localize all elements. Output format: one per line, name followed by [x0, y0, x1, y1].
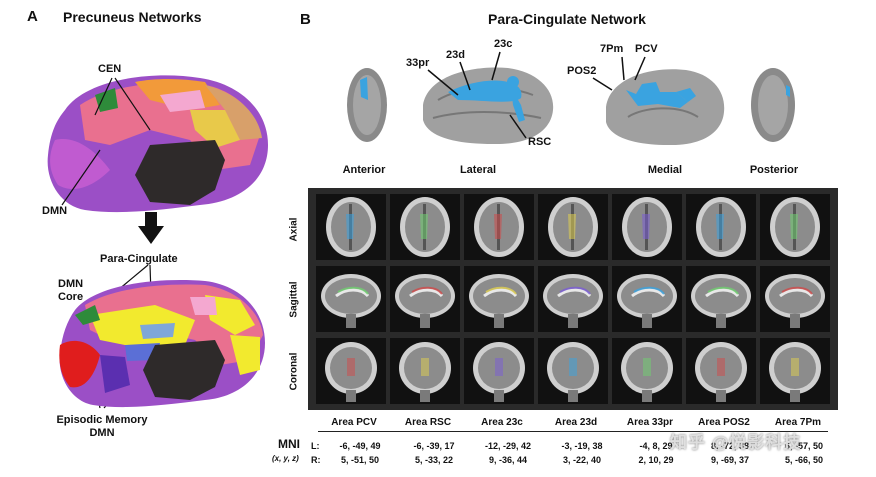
mni-left-value: 8, -72, 38	[710, 441, 750, 451]
mni-left-value: -12, -29, 42	[484, 441, 532, 451]
label-episodic-line2: DMN	[89, 427, 115, 439]
view-label-lateral: Lateral	[459, 164, 497, 176]
area-label: Area PCV	[331, 417, 377, 428]
posterior-brain-view	[751, 68, 795, 142]
view-label-anterior: Anterior	[342, 164, 386, 176]
anterior-brain-view	[347, 68, 387, 142]
slice-cell	[390, 194, 460, 260]
slice-cell	[686, 338, 756, 404]
mni-right-value: 5, -33, 22	[414, 455, 454, 465]
view-label-medial: Medial	[647, 164, 683, 176]
mni-divider	[318, 431, 828, 432]
mni-left-prefix: L:	[311, 441, 320, 451]
view-label-posterior: Posterior	[749, 164, 799, 176]
slice-cell	[316, 266, 386, 332]
label-dmn-core-line1: DMN	[58, 278, 84, 290]
slice-cell	[390, 266, 460, 332]
label-dmn-core-line2: Core	[58, 291, 84, 303]
slice-cell	[538, 194, 608, 260]
row-label-coronal: Coronal	[288, 352, 300, 391]
mni-right-value: 9, -69, 37	[710, 455, 750, 465]
slice-cell	[538, 266, 608, 332]
medial-brain-view	[606, 69, 725, 146]
label-dmn-core: DMN Core	[58, 278, 83, 304]
slice-cell	[464, 266, 534, 332]
mni-left-value: -3, -19, 38	[561, 441, 603, 451]
mni-right-value: 5, -51, 50	[340, 455, 380, 465]
slice-cell	[612, 266, 682, 332]
panel-b-letter: B	[300, 11, 311, 28]
panel-b-title: Para-Cingulate Network	[488, 11, 646, 27]
mni-sublabel: (x, y, z)	[272, 454, 299, 463]
area-label: Area RSC	[404, 417, 452, 428]
label-23d: 23d	[446, 49, 465, 61]
mni-right-value: 5, -66, 50	[784, 455, 824, 465]
panel-a-title: Precuneus Networks	[63, 9, 202, 25]
label-episodic-memory-dmn: Episodic Memory DMN	[47, 414, 157, 440]
label-33pr: 33pr	[406, 57, 430, 69]
watermark-text: 知乎 @悦影科技	[670, 433, 802, 452]
area-label: Area 23d	[554, 417, 598, 428]
label-pos2: POS2	[567, 65, 597, 77]
slice-cell	[612, 194, 682, 260]
slice-cell	[760, 338, 830, 404]
mri-slice-grid	[308, 188, 838, 410]
area-label: Area POS2	[698, 417, 750, 428]
area-label: Area 23c	[481, 417, 523, 428]
label-rsc: RSC	[528, 136, 552, 148]
area-label: Area 33pr	[626, 417, 674, 428]
area-label: Area 7Pm	[774, 417, 822, 428]
slice-cell	[686, 266, 756, 332]
label-pcv: PCV	[635, 43, 658, 55]
mni-right-prefix: R:	[311, 455, 321, 465]
slice-cell	[390, 338, 460, 404]
slice-cell	[316, 194, 386, 260]
slice-cell	[538, 338, 608, 404]
mni-left-value: 6, -57, 50	[784, 441, 824, 451]
mni-right-value: 3, -22, 40	[562, 455, 602, 465]
label-cen: CEN	[98, 63, 122, 75]
slice-cell	[760, 194, 830, 260]
slice-cell	[464, 338, 534, 404]
slice-cell	[464, 194, 534, 260]
label-23c: 23c	[494, 38, 513, 50]
mni-right-value: 9, -36, 44	[488, 455, 528, 465]
mni-right-value: 2, 10, 29	[638, 455, 674, 465]
mni-left-value: -6, -49, 49	[339, 441, 381, 451]
label-7pm: 7Pm	[600, 43, 624, 55]
row-label-axial: Axial	[288, 217, 300, 242]
label-episodic-line1: Episodic Memory	[56, 414, 148, 426]
slice-cell	[686, 194, 756, 260]
para-cingulate-brain	[59, 280, 265, 408]
label-para-cingulate: Para-Cingulate	[100, 253, 178, 265]
mni-left-value: -6, -39, 17	[413, 441, 455, 451]
mni-left-value: -4, 8, 29	[639, 441, 673, 451]
precuneus-networks-brain	[47, 75, 268, 213]
slice-cell	[612, 338, 682, 404]
panel-a-letter: A	[27, 8, 38, 25]
slice-cell	[316, 338, 386, 404]
label-dmn: DMN	[42, 205, 68, 217]
row-label-sagittal: Sagittal	[288, 281, 300, 318]
down-arrow-icon	[138, 212, 164, 244]
slice-cell	[760, 266, 830, 332]
mni-label: MNI	[278, 437, 300, 451]
